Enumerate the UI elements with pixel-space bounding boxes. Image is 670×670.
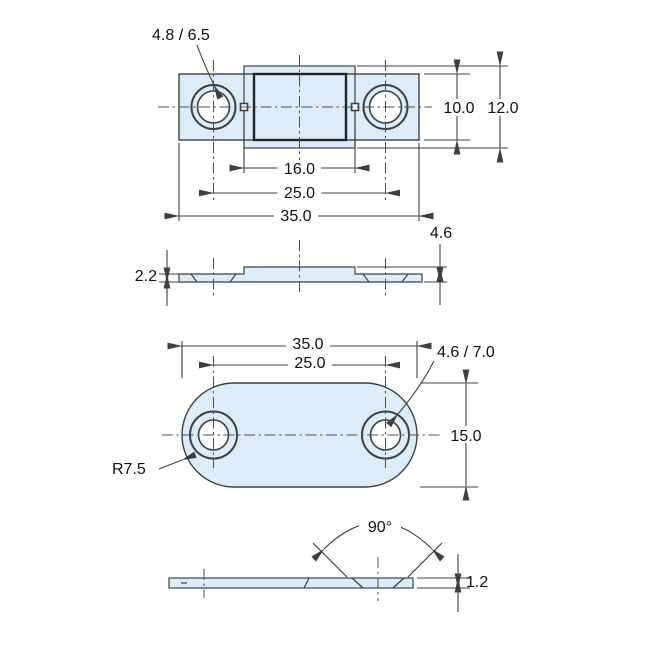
dim-text-mask: [274, 207, 318, 224]
dim-text-mask: [481, 99, 525, 116]
dim-flange-thickness: 2.2: [135, 268, 157, 285]
dim-overall-height: 12.0: [487, 100, 518, 117]
plate-side-outline: [168, 577, 414, 589]
dim-overall-width: 35.0: [292, 336, 323, 353]
dim-text-mask: [359, 514, 401, 535]
extension-lines: [181, 341, 478, 488]
dim-thickness: 1.2: [466, 574, 488, 591]
view-catch-side: 2.2 4.6: [135, 225, 452, 306]
dim-text-mask: [437, 99, 481, 116]
countersink-edges: [351, 577, 405, 589]
extension-lines: [417, 577, 470, 589]
plate-outline: [181, 382, 418, 488]
dim-body-height: 10.0: [443, 100, 474, 117]
hole-callout-leader: [386, 360, 435, 428]
plate-side-fill: [169, 578, 413, 588]
view-plate-side: 90° 1.2: [168, 514, 488, 612]
dim-text-mask: [277, 184, 322, 201]
view-catch-top: 16.0 25.0 35.0 10.0 12.0 4.8 / 6.5: [152, 27, 525, 225]
section-break-line: [303, 577, 310, 589]
dim-magnet-width: 16.0: [284, 161, 315, 178]
countersink-edges: [190, 273, 409, 283]
hole-callout-leader: [196, 44, 224, 100]
radius-leader: [158, 451, 197, 470]
dim-hole-spacing: 25.0: [294, 355, 325, 372]
catch-side-outline: [178, 266, 423, 283]
dim-total-height: 4.6: [430, 225, 452, 242]
dim-hole-spacing: 25.0: [284, 185, 315, 202]
hole-callout-label: 4.8 / 6.5: [152, 27, 210, 44]
catch-side-fill: [179, 267, 422, 282]
extension-lines: [178, 65, 508, 221]
view-plate-top: 35.0 25.0 15.0 4.6 / 7.0 R7.5: [112, 335, 495, 501]
dim-text-mask: [288, 354, 332, 371]
dim-plate-height: 15.0: [450, 428, 481, 445]
dim-overall-width: 35.0: [280, 208, 311, 225]
dim-end-radius: R7.5: [112, 461, 146, 478]
dim-text-mask: [444, 426, 488, 443]
hole-callout-label: 4.6 / 7.0: [437, 344, 495, 361]
dim-text-mask: [277, 160, 322, 177]
dim-text-mask: [286, 335, 330, 352]
dim-countersink-angle: 90°: [368, 519, 392, 536]
